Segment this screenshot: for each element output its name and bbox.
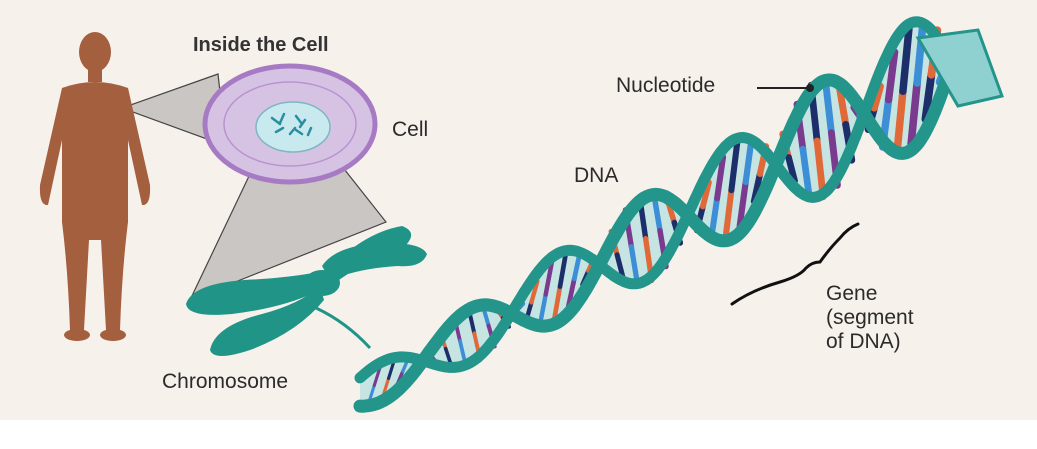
dna-label: DNA: [574, 164, 618, 188]
cell-label: Cell: [392, 118, 428, 142]
cell-icon: [205, 66, 375, 182]
nucleotide-pointer-dot: [806, 84, 814, 92]
chromosome-label: Chromosome: [162, 370, 288, 394]
diagram-title: Inside the Cell: [193, 34, 329, 57]
gene-label: Gene (segment of DNA): [826, 282, 914, 354]
white-frame-bottom: [0, 420, 1037, 444]
nucleotide-label: Nucleotide: [616, 74, 715, 98]
